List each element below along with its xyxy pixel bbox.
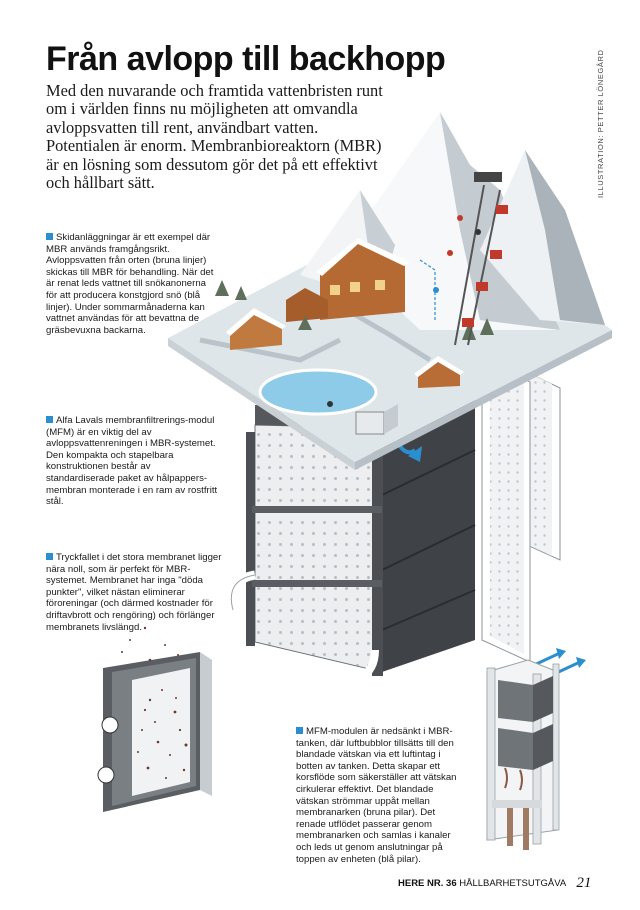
article-title: Från avlopp till backhopp bbox=[46, 40, 446, 78]
membrane-sheet-illustration bbox=[97, 626, 212, 812]
footer-edition: HÅLLBARHETSUTGÅVA bbox=[459, 878, 566, 889]
caption-mfm-module: Alfa Lavals membranfiltrerings-modul (MF… bbox=[46, 415, 218, 508]
caption-marker-icon bbox=[46, 553, 53, 560]
page-footer: HERE NR. 36 HÅLLBARHETSUTGÅVA 21 bbox=[398, 875, 591, 892]
caption-marker-icon bbox=[46, 416, 53, 423]
caption-mbr-tank: MFM-modulen är nedsänkt i MBR-tanken, dä… bbox=[296, 726, 457, 865]
membrane-module-illustration bbox=[226, 357, 561, 682]
page-number: 21 bbox=[576, 875, 592, 891]
footer-magazine: HERE NR. 36 bbox=[398, 878, 457, 889]
caption-ski-resort: Skidanläggningar är ett exempel där MBR … bbox=[46, 232, 214, 336]
caption-marker-icon bbox=[46, 233, 53, 240]
article-lead: Med den nuvarande och framtida vattenbri… bbox=[46, 81, 383, 193]
illustration-credit: ILLUSTRATION: PETTER LÖNEGÅRD bbox=[596, 49, 605, 198]
ski-resort-illustration bbox=[168, 112, 612, 470]
module-frame-illustration bbox=[486, 648, 586, 850]
caption-pressure-drop: Tryckfallet i det stora membranet ligger… bbox=[46, 552, 222, 633]
caption-marker-icon bbox=[296, 727, 303, 734]
